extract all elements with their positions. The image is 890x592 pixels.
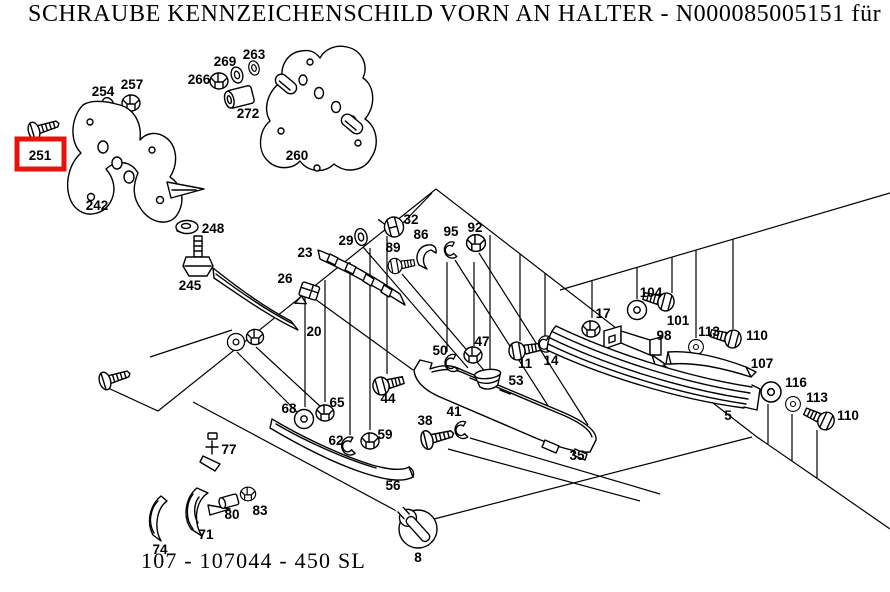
part-label-47[interactable]: 47	[474, 334, 489, 349]
part-label-89[interactable]: 89	[385, 240, 400, 255]
part-drawing-245-bolt	[182, 235, 214, 277]
part-label-272[interactable]: 272	[237, 106, 260, 121]
part-label-107[interactable]: 107	[751, 356, 774, 371]
part-label-113[interactable]: 113	[806, 390, 828, 405]
part-label-245[interactable]: 245	[179, 278, 202, 293]
part-label-95[interactable]: 95	[443, 224, 459, 239]
part-label-23[interactable]: 23	[297, 245, 313, 260]
part-label-35[interactable]: 35	[569, 448, 585, 463]
part-drawing-272-spacer	[223, 85, 255, 109]
part-drawing-29	[352, 226, 370, 248]
part-label-251[interactable]: 251	[29, 148, 52, 163]
part-label-11[interactable]: 11	[518, 356, 533, 371]
part-drawing-41	[453, 420, 469, 441]
part-drawing-113-lower	[785, 396, 801, 412]
part-drawing-89	[386, 254, 417, 276]
part-label-59[interactable]: 59	[377, 427, 392, 442]
part-drawing-116	[760, 381, 782, 403]
highlight-box[interactable]	[14, 136, 67, 172]
part-drawing-68	[293, 408, 315, 430]
part-drawing-59	[360, 432, 380, 450]
part-label-116[interactable]: 116	[785, 375, 807, 390]
model-footer: 107 - 107044 - 450 SL	[141, 548, 367, 573]
part-label-29[interactable]: 29	[338, 233, 353, 248]
part-drawing-86	[416, 244, 437, 270]
part-label-38[interactable]: 38	[417, 413, 433, 428]
part-drawing-38	[418, 423, 457, 452]
part-drawing-248	[175, 219, 199, 235]
part-label-44[interactable]: 44	[380, 391, 396, 406]
part-label-50[interactable]: 50	[432, 343, 447, 358]
part-drawing-110-lower	[800, 402, 838, 434]
part-drawing-47	[463, 346, 483, 364]
part-label-257[interactable]: 257	[121, 77, 144, 92]
part-drawing-74	[148, 495, 168, 542]
part-label-56[interactable]: 56	[385, 478, 401, 493]
part-drawing-35-bumper-center	[413, 359, 597, 461]
part-label-83[interactable]: 83	[252, 503, 268, 518]
part-drawing-107-strip	[665, 350, 757, 378]
part-label-41[interactable]: 41	[446, 404, 462, 419]
part-label-254[interactable]: 254	[92, 84, 115, 99]
part-drawing-23-strip	[317, 249, 406, 306]
fastener-pair-left	[226, 328, 265, 352]
part-label-53[interactable]: 53	[508, 373, 524, 388]
part-label-98[interactable]: 98	[656, 328, 672, 343]
part-label-113[interactable]: 113	[698, 324, 720, 339]
part-label-68[interactable]: 68	[281, 401, 297, 416]
part-label-242[interactable]: 242	[86, 198, 109, 213]
part-label-92[interactable]: 92	[467, 220, 482, 235]
part-drawing-20-strip	[212, 267, 299, 331]
part-label-8[interactable]: 8	[414, 550, 422, 565]
part-label-65[interactable]: 65	[329, 395, 345, 410]
part-label-14[interactable]: 14	[543, 353, 559, 368]
part-drawing-26	[294, 281, 321, 305]
part-drawing-242-bracket	[66, 100, 205, 223]
part-drawing-17	[581, 320, 601, 338]
part-label-110[interactable]: 110	[746, 328, 768, 343]
part-label-110[interactable]: 110	[837, 408, 859, 423]
part-label-32[interactable]: 32	[403, 212, 418, 227]
perspective-lines	[107, 188, 890, 530]
part-label-269[interactable]: 269	[214, 54, 237, 69]
part-drawing-32	[377, 216, 405, 238]
part-drawing-260-bracket	[259, 45, 377, 172]
part-label-62[interactable]: 62	[328, 433, 343, 448]
part-drawing-5-bumper	[546, 325, 761, 411]
part-label-77[interactable]: 77	[221, 442, 236, 457]
part-drawing-104	[626, 299, 648, 321]
part-label-71[interactable]: 71	[198, 527, 214, 542]
part-label-260[interactable]: 260	[286, 148, 309, 163]
part-label-80[interactable]: 80	[224, 507, 239, 522]
left-screw	[96, 364, 134, 392]
part-label-266[interactable]: 266	[188, 72, 211, 87]
part-label-17[interactable]: 17	[595, 306, 610, 321]
part-label-26[interactable]: 26	[277, 271, 293, 286]
part-drawing-56-bumper-strip	[269, 418, 415, 481]
part-label-104[interactable]: 104	[640, 285, 663, 300]
part-label-74[interactable]: 74	[152, 542, 168, 557]
part-label-248[interactable]: 248	[202, 221, 225, 236]
part-drawing-83	[239, 486, 257, 502]
part-drawing-92	[465, 233, 487, 253]
wrench-icon	[395, 504, 438, 549]
part-label-20[interactable]: 20	[306, 324, 321, 339]
part-drawing-71	[185, 487, 231, 537]
part-drawing-80	[218, 493, 240, 510]
part-drawing-263	[246, 59, 262, 77]
parts-drawings	[25, 45, 838, 549]
page-title: SCHRAUBE KENNZEICHENSCHILD VORN AN HALTE…	[28, 1, 882, 27]
part-drawing-98-bracket	[603, 325, 666, 372]
part-drawing-95	[442, 240, 458, 260]
part-label-101[interactable]: 101	[667, 313, 690, 328]
part-label-86[interactable]: 86	[413, 227, 429, 242]
part-drawing-77	[199, 432, 221, 472]
part-drawing-53-plug	[473, 368, 502, 390]
part-label-5[interactable]: 5	[724, 408, 732, 423]
part-label-263[interactable]: 263	[243, 47, 266, 62]
part-drawing-266	[209, 72, 229, 90]
